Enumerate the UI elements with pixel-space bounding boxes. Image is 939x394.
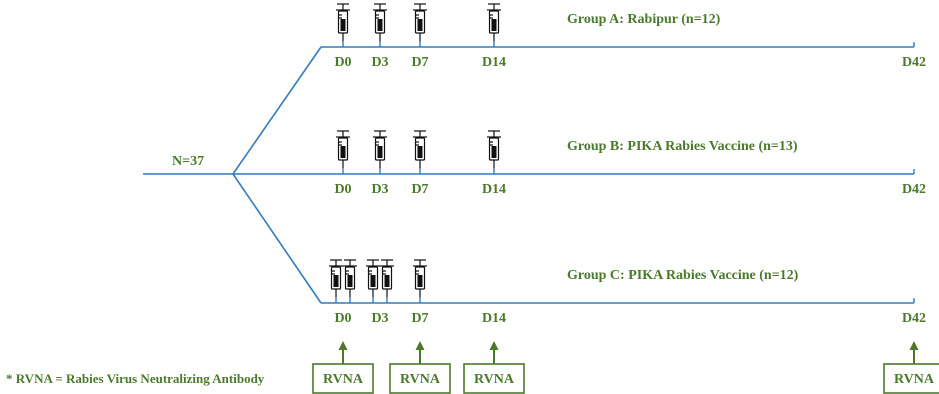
- day-label: D14: [482, 55, 506, 70]
- rvna-sample-box: RVNA: [883, 341, 939, 394]
- day-label: D14: [482, 311, 506, 326]
- group-timeline-a: Group A: Rabipur (n=12) D0 D3 D7 D14 D42: [321, 3, 926, 70]
- syringe-icon: [487, 130, 501, 168]
- day-label: D3: [371, 182, 388, 197]
- syringe-icon: [413, 3, 427, 41]
- arrow-up-icon: [415, 341, 425, 350]
- day-label: D0: [334, 311, 351, 326]
- syringe-icon: [329, 259, 343, 297]
- syringe-icon: [343, 259, 357, 297]
- branch-line-c: [232, 173, 322, 304]
- group-timeline-c: Group C: PIKA Rabies Vaccine (n=12) D0 D3 D…: [321, 259, 926, 326]
- branch-line-a: [232, 46, 322, 175]
- arrow-up-icon: [338, 341, 348, 350]
- syringe-icon: [487, 3, 501, 41]
- day-label-end: D42: [902, 55, 926, 70]
- syringe-icon: [373, 3, 387, 41]
- syringe-icon: [373, 130, 387, 168]
- rvna-sample-box: RVNA: [463, 341, 525, 394]
- day-label-end: D42: [902, 311, 926, 326]
- rvna-sample-box: RVNA: [389, 341, 451, 394]
- footnote: * RVNA = Rabies Virus Neutralizing Antib…: [6, 371, 265, 386]
- rvna-label: RVNA: [474, 372, 515, 387]
- rvna-label: RVNA: [400, 372, 441, 387]
- day-label: D3: [371, 311, 388, 326]
- syringe-icon: [413, 259, 427, 297]
- day-label: D0: [334, 55, 351, 70]
- group-timeline-b: Group B: PIKA Rabies Vaccine (n=13) D0 D3 D…: [321, 130, 926, 197]
- n-label: N=37: [172, 154, 204, 169]
- day-label: D0: [334, 182, 351, 197]
- syringe-icon: [336, 130, 350, 168]
- day-label: D7: [411, 311, 428, 326]
- group-label: Group A: Rabipur (n=12): [567, 12, 721, 27]
- day-label: D7: [411, 182, 428, 197]
- day-label: D3: [371, 55, 388, 70]
- day-label: D7: [411, 55, 428, 70]
- rvna-label: RVNA: [894, 372, 935, 387]
- day-label-end: D42: [902, 182, 926, 197]
- rvna-sample-box: RVNA: [312, 341, 374, 394]
- arrow-up-icon: [909, 341, 919, 350]
- syringe-icon: [336, 3, 350, 41]
- syringe-icon: [413, 130, 427, 168]
- syringe-icon: [380, 259, 394, 297]
- day-label: D14: [482, 182, 506, 197]
- rvna-label: RVNA: [323, 372, 364, 387]
- arrow-up-icon: [489, 341, 499, 350]
- group-label: Group B: PIKA Rabies Vaccine (n=13): [567, 139, 798, 154]
- group-label: Group C: PIKA Rabies Vaccine (n=12): [567, 268, 799, 283]
- syringe-icon: [366, 259, 380, 297]
